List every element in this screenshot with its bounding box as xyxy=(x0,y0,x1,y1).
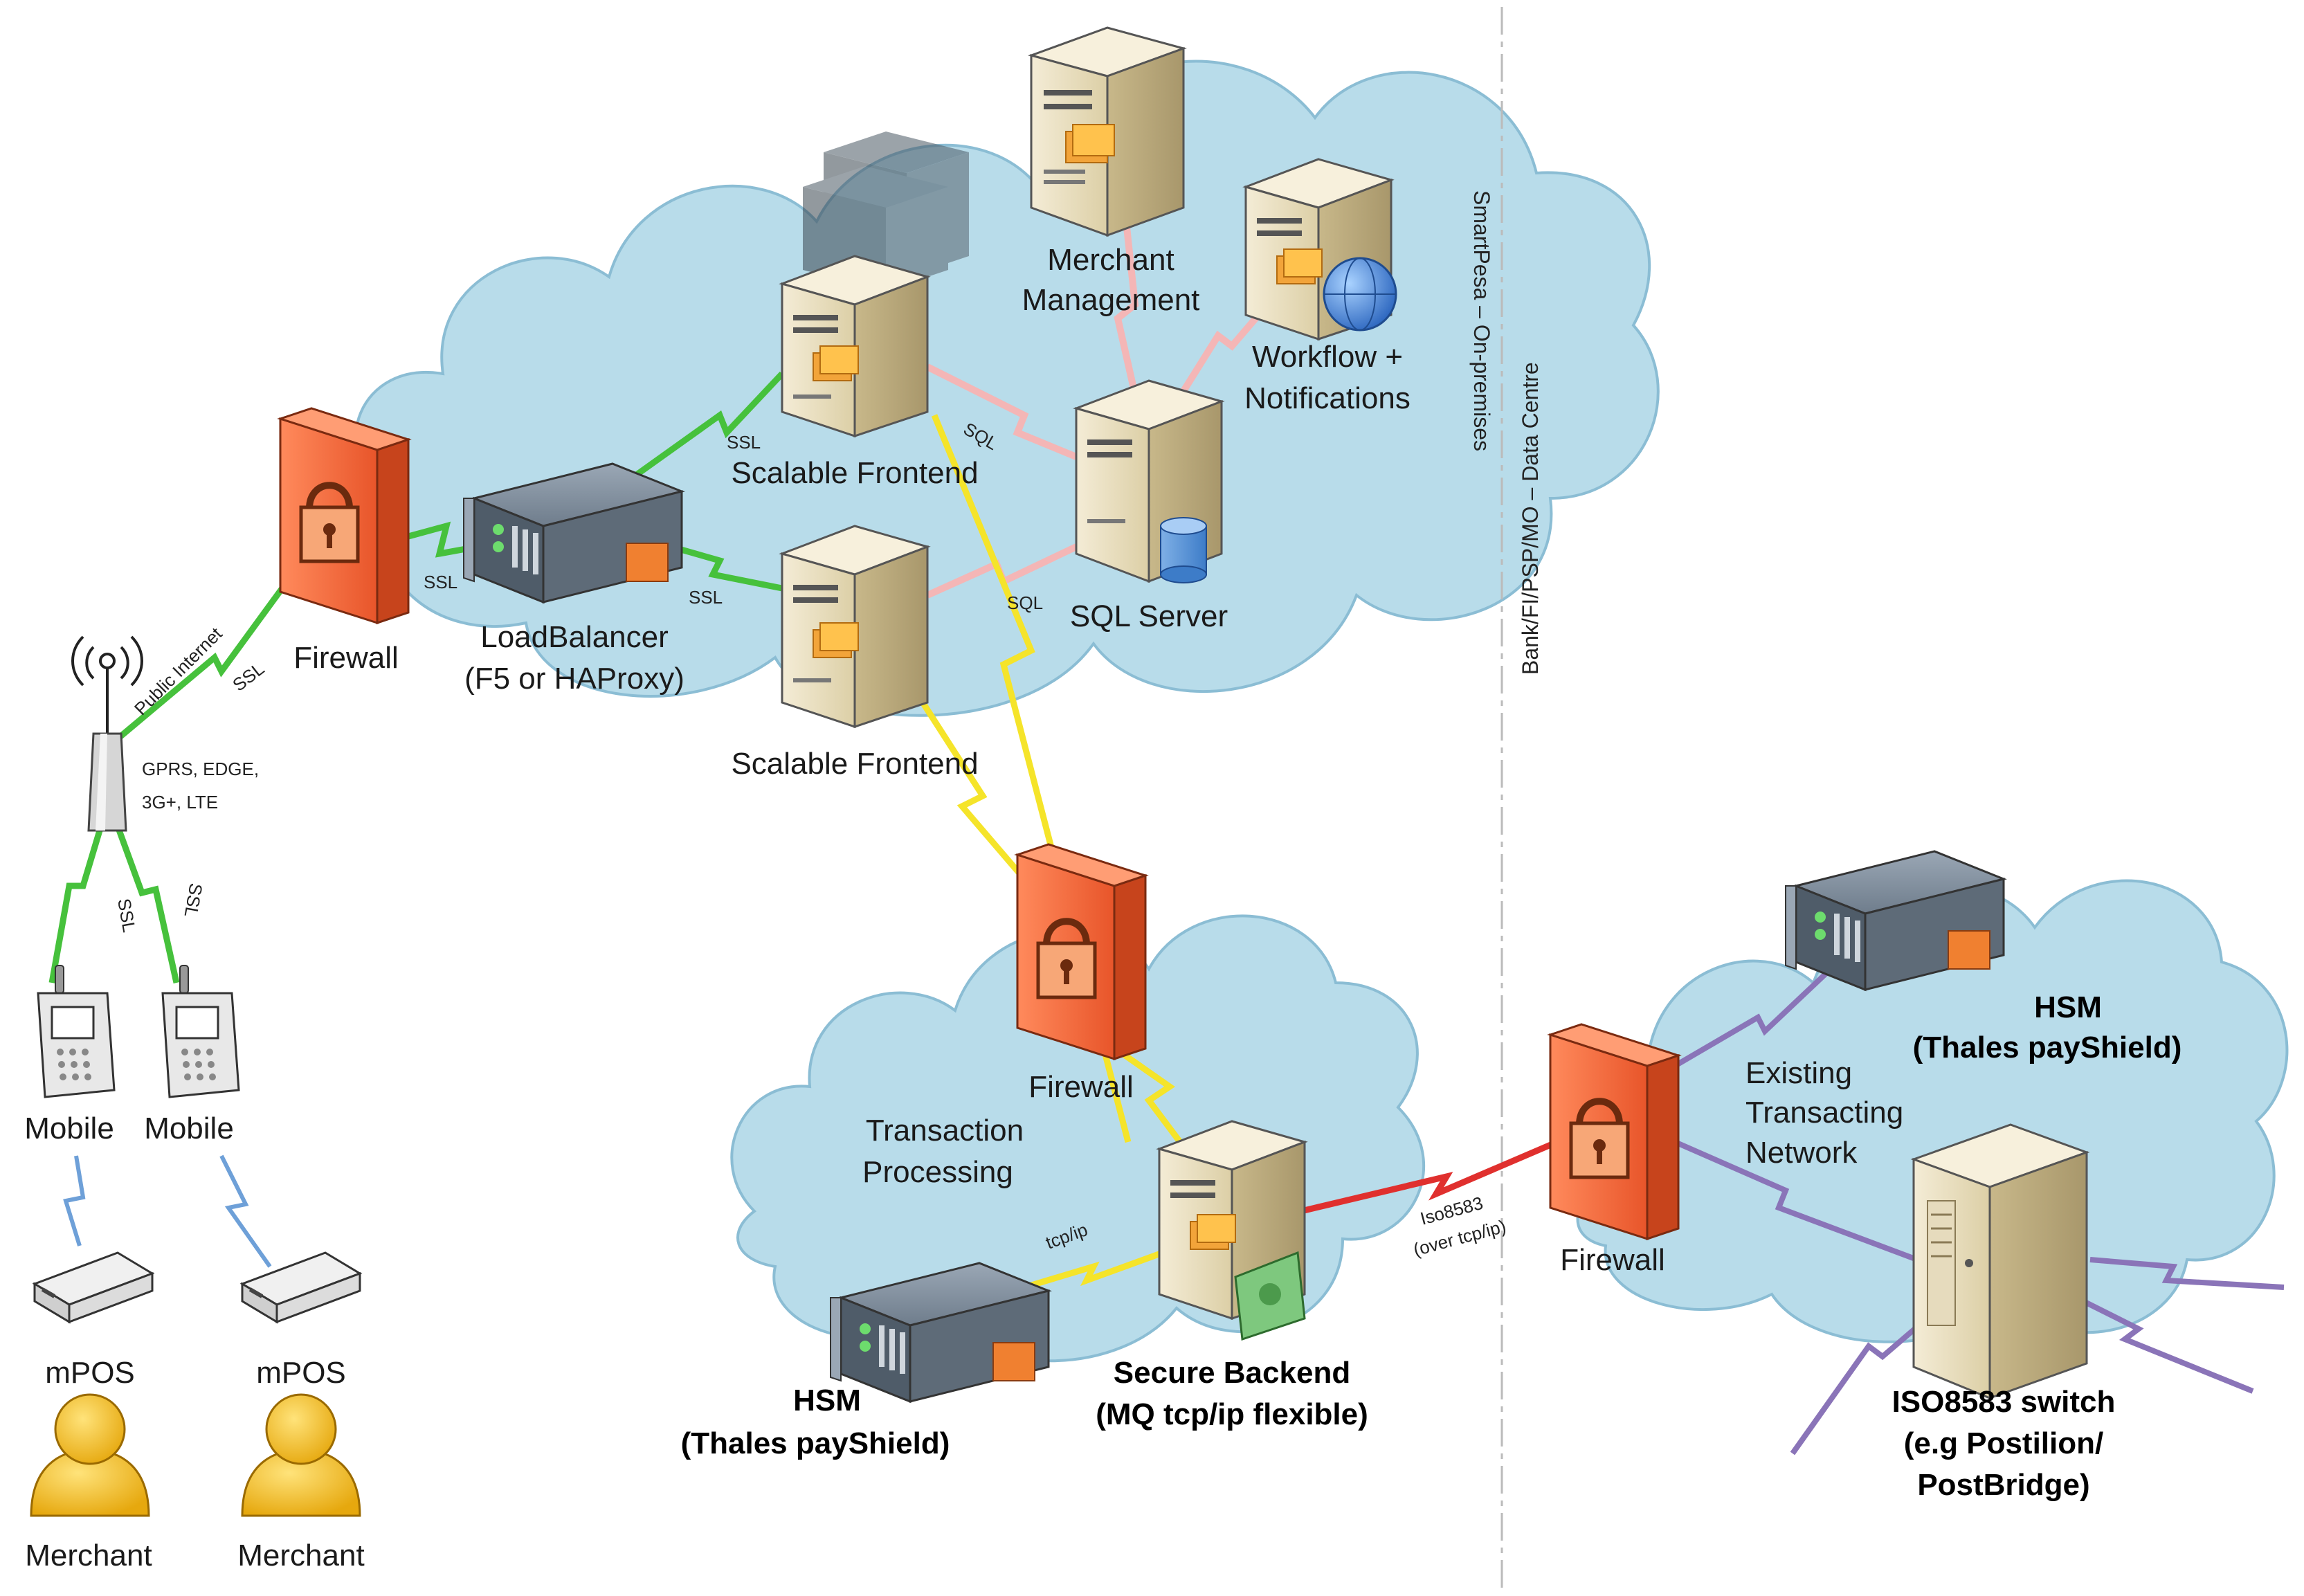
link-fe2-firewall-tp xyxy=(918,697,1027,881)
link-label-public-internet: Public Internet xyxy=(130,623,226,719)
database-icon xyxy=(1160,517,1207,583)
firewall-bank[interactable] xyxy=(1547,1023,1682,1241)
links xyxy=(48,207,2285,1456)
firewall-transaction-label: Firewall xyxy=(1028,1070,1134,1104)
sql-server-label: SQL Server xyxy=(1070,599,1228,633)
banknote-icon xyxy=(1234,1251,1306,1341)
link-workflow-sql xyxy=(1180,295,1276,393)
link-label-ssl-mobile1: SSL xyxy=(114,897,140,934)
tower-caption-line2: 3G+, LTE xyxy=(142,792,218,813)
mobile-phone-1[interactable] xyxy=(37,965,116,1098)
workflow-label-line1: Workflow + xyxy=(1252,340,1403,374)
lock-icon xyxy=(1569,1098,1630,1179)
mpos-1-label: mPOS xyxy=(45,1356,135,1390)
secure-backend-label-line1: Secure Backend xyxy=(1114,1356,1350,1390)
tower-caption-line1: GPRS, EDGE, xyxy=(142,759,259,779)
merchant-person-icon-2 xyxy=(241,1393,361,1517)
transaction-processing-label-line2: Processing xyxy=(862,1155,1013,1189)
merchant-2-label: Merchant xyxy=(237,1539,364,1572)
mobile-2-label: Mobile xyxy=(144,1112,234,1145)
zone-label-bank: Bank/FI/PSP/MO – Data Centre xyxy=(1518,362,1543,675)
link-lb-fe1 xyxy=(621,371,785,487)
hsm-left-appliance[interactable] xyxy=(830,1262,1052,1404)
link-backend-firewall-bank xyxy=(1300,1139,1559,1215)
workflow-server[interactable] xyxy=(1242,158,1397,341)
link-label-ssl-lb-fe2: SSL xyxy=(689,587,723,608)
hsm-right-appliance[interactable] xyxy=(1785,850,2007,992)
existing-network-label-line2: Transacting xyxy=(1745,1096,1903,1130)
frontend-bottom-label: Scalable Frontend xyxy=(731,747,978,781)
link-tower-mobile1 xyxy=(48,815,107,983)
mobile-1-label: Mobile xyxy=(24,1112,114,1145)
merchant-management-server[interactable] xyxy=(1028,26,1187,237)
secure-backend-server[interactable] xyxy=(1156,1120,1308,1341)
merchant-management-label-line1: Merchant xyxy=(1047,243,1174,277)
loadbalancer-label-line1: LoadBalancer xyxy=(480,620,669,654)
hsm-right-label-line2: (Thales payShield) xyxy=(1913,1031,2182,1064)
link-tower-mobile2 xyxy=(111,815,180,983)
link-label-ssl-fw-lb: SSL xyxy=(424,572,457,592)
link-label-ssl-lb-fe1: SSL xyxy=(727,432,761,453)
firewall-main[interactable] xyxy=(277,407,412,625)
cell-tower-icon xyxy=(71,635,143,832)
mpos-2-label: mPOS xyxy=(256,1356,346,1390)
secure-backend-label-line2: (MQ tcp/ip flexible) xyxy=(1096,1397,1368,1431)
mobile-phone-2[interactable] xyxy=(161,965,240,1098)
link-firewall-switch xyxy=(1673,1139,1919,1262)
cloud-smartpesa-main xyxy=(354,60,1660,717)
link-firewall-tp-backend xyxy=(1098,1035,1193,1158)
link-merchantmgmt-sql xyxy=(1114,207,1139,396)
link-mobile2-mpos2 xyxy=(219,1154,272,1268)
hsm-right-label-line1: HSM xyxy=(2034,990,2102,1024)
mpos-device-1[interactable] xyxy=(32,1251,155,1324)
merchant-person-icon-1 xyxy=(30,1393,150,1517)
link-mobile1-mpos1 xyxy=(63,1155,86,1246)
link-label-sql-2: SQL xyxy=(1007,592,1043,613)
frontend-top-label: Scalable Frontend xyxy=(731,456,978,490)
existing-network-label-line1: Existing xyxy=(1745,1056,1852,1090)
link-switch-ext-2 xyxy=(2082,1298,2254,1394)
link-label-ssl-tower-fw: SSL xyxy=(228,658,268,696)
link-firewall-lb xyxy=(407,521,478,558)
link-lb-fe2 xyxy=(670,543,783,592)
iso-switch-label-line2: (e.g Postilion/ xyxy=(1904,1426,2103,1460)
iso-switch-label-line3: PostBridge) xyxy=(1917,1468,2089,1502)
firewall-bank-label: Firewall xyxy=(1560,1243,1665,1277)
mpos-device-2[interactable] xyxy=(239,1251,363,1324)
existing-network-label-line3: Network xyxy=(1745,1136,1858,1170)
merchant-1-label: Merchant xyxy=(25,1539,152,1572)
frontend-server-top[interactable] xyxy=(779,255,931,438)
cloud-bank-network xyxy=(1566,879,2289,1343)
link-fe1-sql xyxy=(925,363,1078,460)
sql-server[interactable] xyxy=(1073,379,1225,583)
link-switch-ext-3 xyxy=(1790,1312,1933,1456)
hsm-left-label-line1: HSM xyxy=(793,1384,861,1417)
hsm-left-label-line2: (Thales payShield) xyxy=(681,1426,950,1460)
workflow-label-line2: Notifications xyxy=(1244,381,1410,415)
link-hsm-backend xyxy=(1023,1249,1164,1291)
iso8583-switch-cabinet[interactable] xyxy=(1910,1123,2090,1400)
link-switch-ext-1 xyxy=(2089,1257,2285,1290)
zone-label-smartpesa: SmartPesa – On-premises xyxy=(1469,190,1494,451)
link-firewall-hsm-right xyxy=(1673,970,1829,1069)
iso-switch-label-line1: ISO8583 switch xyxy=(1892,1385,2116,1419)
loadbalancer-appliance[interactable] xyxy=(463,462,685,604)
firewall-main-label: Firewall xyxy=(293,641,399,675)
frontend-server-bottom[interactable] xyxy=(779,525,931,729)
lock-icon xyxy=(299,482,360,563)
link-tower-firewall xyxy=(105,579,290,750)
lock-icon xyxy=(1036,918,1097,999)
firewall-transaction[interactable] xyxy=(1014,843,1149,1061)
link-label-ssl-mobile2: SSL xyxy=(181,882,207,919)
transaction-processing-label-line1: Transaction xyxy=(866,1114,1024,1148)
merchant-management-label-line2: Management xyxy=(1022,283,1200,317)
loadbalancer-label-line2: (F5 or HAProxy) xyxy=(464,662,684,696)
